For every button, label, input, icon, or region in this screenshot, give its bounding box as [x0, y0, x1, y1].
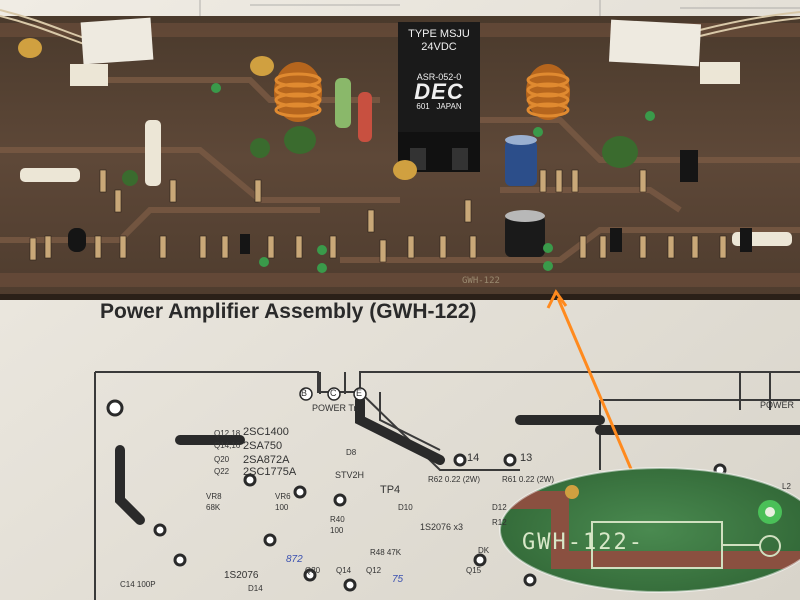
label-r48: R48 47K: [370, 548, 402, 557]
label-d12: D12: [492, 503, 507, 512]
label-b: B: [301, 388, 308, 398]
document-title: Power Amplifier Assembly (GWH-122): [100, 300, 477, 323]
relay-part-no: ASR-052-0: [416, 72, 462, 82]
label-e: E: [356, 388, 363, 398]
wires: [0, 9, 800, 47]
label-t1: 2SC1400: [243, 426, 289, 438]
label-stv: STV2H: [335, 470, 365, 480]
label-r62: R62 0.22 (2W): [428, 475, 481, 484]
green-caps: [122, 126, 638, 186]
label-t2: 2SA750: [243, 440, 283, 452]
label-q2: Q14,16: [214, 441, 241, 450]
relay-origin: JAPAN: [436, 102, 462, 111]
electrolytic-cap-black: [505, 210, 545, 257]
label-cap: C14 100P: [120, 580, 156, 589]
label-vr6: VR6: [275, 492, 291, 501]
small-resistors: [29, 169, 727, 263]
red-resistor: [358, 92, 372, 142]
schematic-pads: [106, 399, 767, 592]
label-tp4: TP4: [380, 484, 401, 496]
label-q1: Q12,18: [214, 429, 241, 438]
tape-right: [608, 19, 702, 67]
label-100: 100: [275, 503, 289, 512]
coil-left: [274, 62, 322, 122]
label-n14: 14: [467, 452, 480, 464]
zoom-inset-border: [499, 467, 800, 593]
coil-right: [526, 64, 570, 120]
label-r40: R40: [330, 515, 345, 524]
label-d8: D8: [346, 448, 357, 457]
tan-caps: [18, 38, 417, 180]
label-vr8: VR8: [206, 492, 222, 501]
label-dk: DK: [478, 546, 490, 555]
label-r61: R61 0.22 (2W): [502, 475, 555, 484]
pcb-silkscreen: GWH-122: [462, 276, 500, 286]
relay-label: TYPE MSJU 24VDC ASR-052-0 DEC 601 JAPAN: [402, 28, 476, 111]
label-l2: L2: [782, 482, 791, 491]
label-c: C: [330, 388, 337, 398]
transistors: [68, 150, 752, 254]
label-power-tr: POWER Tr.: [312, 403, 359, 413]
zoom-inset-text: GWH-122-: [522, 530, 644, 555]
tape-left: [80, 17, 154, 65]
label-68k: 68K: [206, 503, 221, 512]
label-n13: 13: [520, 452, 533, 464]
label-d10: D10: [398, 503, 413, 512]
schematic-traces: [115, 395, 800, 525]
label-d14: D14: [248, 584, 263, 593]
label-q3: Q20: [214, 455, 230, 464]
label-r12: R12: [492, 518, 507, 527]
label-t4: 2SC1775A: [243, 466, 297, 478]
relay-voltage: 24VDC: [421, 41, 457, 53]
electrolytic-cap-blue: [505, 135, 537, 186]
label-q12: Q12: [366, 566, 382, 575]
relay-brand: DEC: [414, 79, 464, 104]
top-schematic-lines: [199, 0, 800, 20]
orange-arrow: [546, 289, 642, 491]
green-resistor: [335, 78, 351, 128]
label-t3: 2SA872A: [243, 454, 290, 466]
relay-type: TYPE MSJU: [408, 28, 470, 40]
schematic-terminal-circles: [299, 387, 367, 401]
label-handwritten-1: 872: [286, 554, 303, 565]
green-pads: [211, 83, 655, 273]
relay-code: 601: [416, 102, 430, 111]
label-q4: Q22: [214, 467, 230, 476]
label-q14: Q14: [336, 566, 352, 575]
label-q20b: Q20: [305, 566, 321, 575]
label-q15: Q15: [466, 566, 482, 575]
relay: [398, 22, 480, 172]
label-power-right: POWER: [760, 400, 795, 410]
label-handwritten-2: 75: [392, 574, 404, 585]
label-1s2076: 1S2076: [224, 570, 259, 581]
zoom-inset: [500, 468, 800, 592]
label-1s2076x3: 1S2076 x3: [420, 522, 464, 532]
label-100b: 100: [330, 526, 344, 535]
